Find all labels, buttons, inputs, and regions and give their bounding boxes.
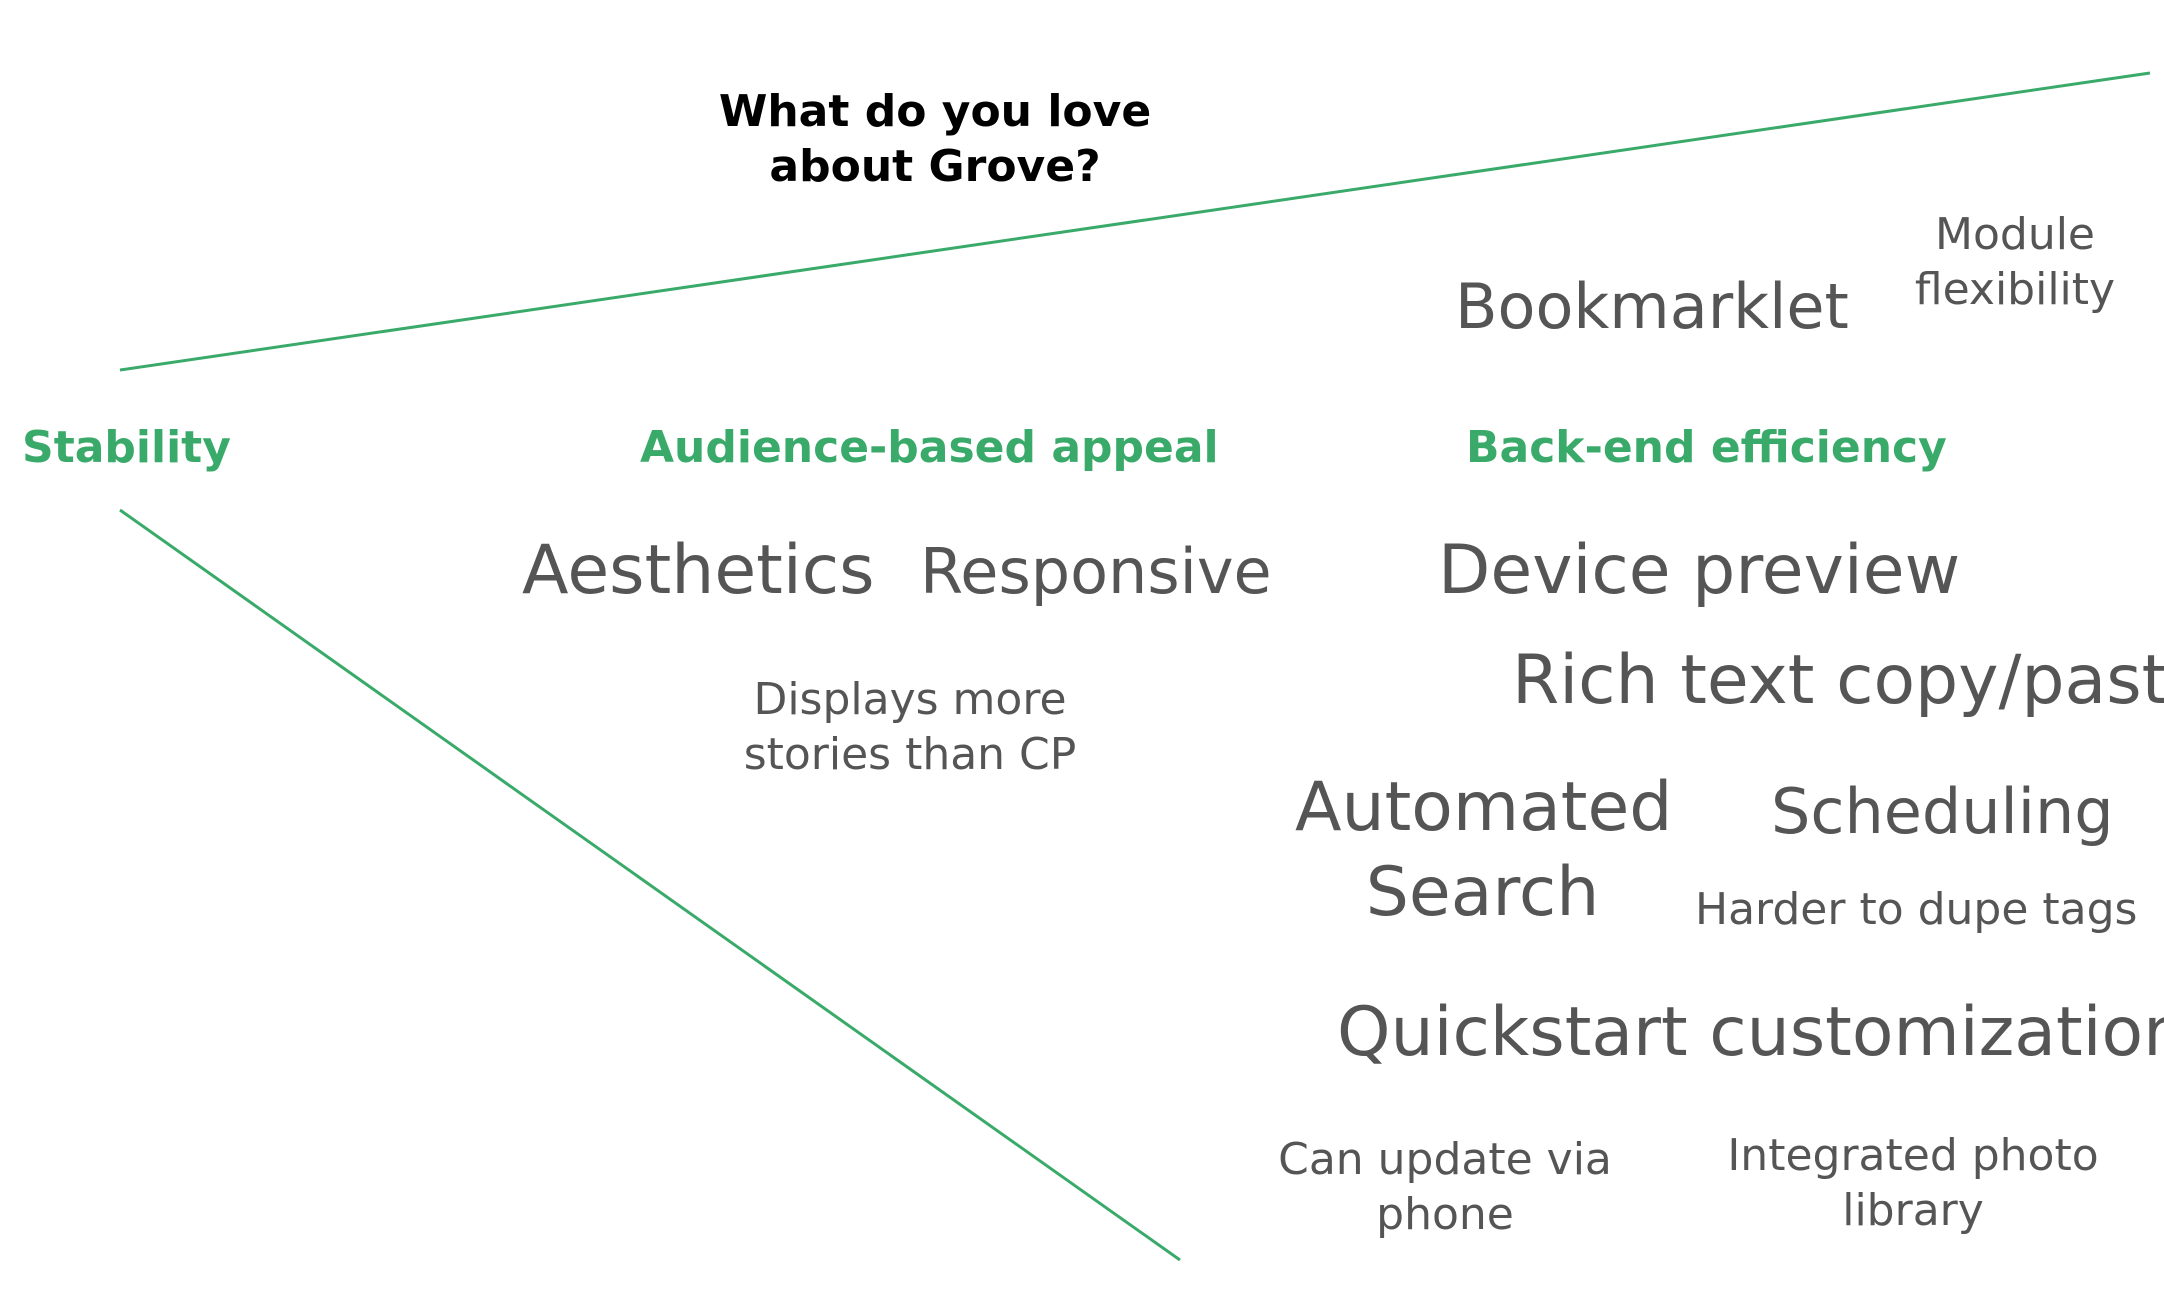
upper-funnel-line (119, 71, 2151, 372)
item-displays-more-stories: Displays more stories than CP (743, 674, 1077, 780)
item-rich-text-copy-paste: Rich text copy/paste (1512, 641, 2164, 720)
item-integrated-photo-library: Integrated photo library (1727, 1130, 2099, 1236)
item-aesthetics: Aesthetics (522, 531, 875, 610)
category-audience-based-appeal: Audience-based appeal (640, 422, 1219, 473)
item-responsive: Responsive (920, 535, 1272, 608)
item-harder-to-dupe-tags: Harder to dupe tags (1695, 884, 2138, 935)
item-bookmarklet: Bookmarklet (1455, 270, 1849, 343)
category-stability: Stability (22, 422, 231, 473)
category-back-end-efficiency: Back-end efficiency (1466, 422, 1947, 473)
item-can-update-via-phone: Can update via phone (1278, 1134, 1612, 1240)
diagram-title: What do you love about Grove? (718, 86, 1152, 192)
item-automated-search: Automated Search (1295, 768, 1673, 932)
item-quickstart-customization: Quickstart customization (1337, 993, 2164, 1072)
lower-funnel-line (119, 508, 1181, 1262)
item-scheduling: Scheduling (1771, 775, 2114, 848)
item-device-preview: Device preview (1438, 531, 1961, 610)
item-module-flexibility: Module flexibility (1914, 209, 2116, 315)
